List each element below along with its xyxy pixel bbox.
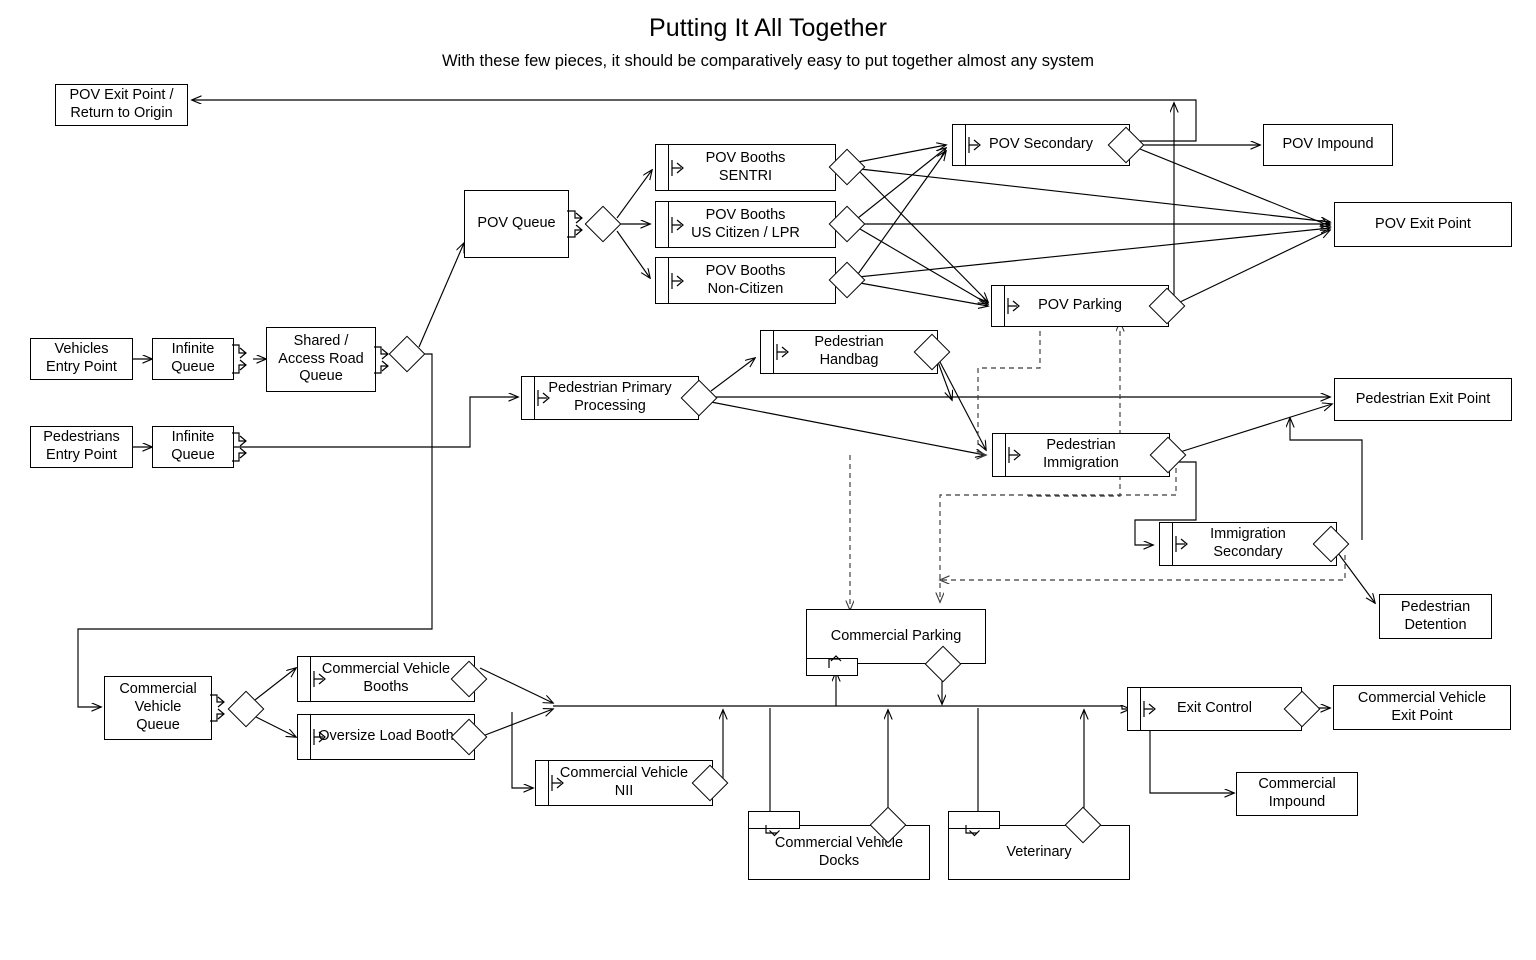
node-vehicles-entry-point[interactable]: Vehicles Entry Point xyxy=(30,338,133,380)
node-label: Immigration Secondary xyxy=(1210,526,1286,560)
node-label: POV Booths Non-Citizen xyxy=(705,262,786,297)
node-pov-booths-us-citizen[interactable]: POV Booths US Citizen / LPR xyxy=(655,201,836,248)
node-label: Vehicles Entry Point xyxy=(46,341,117,375)
node-infinite-queue-vehicles[interactable]: Infinite Queue xyxy=(152,338,247,380)
node-pov-exit-return[interactable]: POV Exit Point / Return to Origin xyxy=(55,84,188,126)
node-pedestrian-detention[interactable]: Pedestrian Detention xyxy=(1379,594,1492,639)
node-commercial-parking[interactable]: Commercial Parking xyxy=(806,609,986,664)
queue-chevron-icon xyxy=(374,345,389,374)
node-label: Infinite Queue xyxy=(171,341,215,375)
node-pov-queue[interactable]: POV Queue xyxy=(464,190,583,258)
node-oversize-load-booth[interactable]: Oversize Load Booth xyxy=(297,714,475,760)
node-label: Commercial Vehicle NII xyxy=(559,765,689,799)
node-label: Oversize Load Booth xyxy=(318,728,454,745)
node-label: Pedestrian Primary Processing xyxy=(548,380,672,414)
node-pedestrian-handbag[interactable]: Pedestrian Handbag xyxy=(760,330,938,374)
process-entry-icon xyxy=(671,216,684,233)
node-immigration-secondary[interactable]: Immigration Secondary xyxy=(1159,522,1337,566)
node-commercial-vehicle-exit-point[interactable]: Commercial Vehicle Exit Point xyxy=(1333,685,1511,730)
node-commercial-vehicle-nii[interactable]: Commercial Vehicle NII xyxy=(535,760,713,806)
node-label: Commercial Impound xyxy=(1258,776,1336,810)
process-entry-icon xyxy=(968,137,981,153)
node-label: Exit Control xyxy=(1177,700,1252,717)
node-label: Pedestrians Entry Point xyxy=(43,429,120,463)
node-commercial-vehicle-docks[interactable]: Commercial Vehicle Docks xyxy=(748,825,930,880)
page-title: Putting It All Together xyxy=(648,14,888,42)
process-entry-icon xyxy=(1143,701,1156,717)
node-pedestrian-immigration[interactable]: Pedestrian Immigration xyxy=(992,433,1170,477)
queue-chevron-icon xyxy=(567,210,583,238)
node-veterinary[interactable]: Veterinary xyxy=(948,825,1130,880)
node-pov-parking[interactable]: POV Parking xyxy=(991,285,1169,327)
node-label: Commercial Parking xyxy=(830,627,962,644)
node-label: POV Exit Point / Return to Origin xyxy=(69,87,174,121)
pov-queue-split-diamond xyxy=(584,205,622,243)
process-entry-icon xyxy=(537,390,550,406)
node-label: Pedestrian Handbag xyxy=(814,334,884,368)
node-label: POV Exit Point xyxy=(1375,215,1471,232)
node-label: Commercial Vehicle Docks xyxy=(774,834,904,869)
process-entry-icon xyxy=(671,272,684,289)
node-label: Pedestrian Detention xyxy=(1400,598,1471,633)
node-label: POV Impound xyxy=(1282,136,1374,153)
node-label: Infinite Queue xyxy=(171,429,215,463)
node-label: Veterinary xyxy=(1006,843,1072,860)
process-entry-icon xyxy=(828,655,842,668)
node-pov-impound[interactable]: POV Impound xyxy=(1263,124,1393,166)
queue-chevron-icon xyxy=(232,432,247,462)
node-label: POV Booths US Citizen / LPR xyxy=(691,206,800,241)
node-label: Pedestrian Immigration xyxy=(1043,437,1119,471)
node-label: Commercial Vehicle Booths xyxy=(321,661,451,695)
queue-chevron-icon xyxy=(232,344,247,374)
process-entry-icon xyxy=(1007,298,1020,314)
node-commercial-vehicle-booths[interactable]: Commercial Vehicle Booths xyxy=(297,656,475,702)
node-commercial-impound[interactable]: Commercial Impound xyxy=(1236,772,1358,816)
node-infinite-queue-pedestrians[interactable]: Infinite Queue xyxy=(152,426,247,468)
node-shared-access-road-queue[interactable]: Shared / Access Road Queue xyxy=(266,327,389,392)
process-entry-icon xyxy=(1175,536,1188,552)
process-entry-icon xyxy=(776,344,789,360)
cv-queue-split-diamond xyxy=(227,690,265,728)
process-entry-icon xyxy=(313,671,326,687)
node-pov-booths-sentri[interactable]: POV Booths SENTRI xyxy=(655,144,836,191)
process-entry-icon xyxy=(551,775,564,791)
node-pedestrian-primary-processing[interactable]: Pedestrian Primary Processing xyxy=(521,376,699,420)
node-exit-control[interactable]: Exit Control xyxy=(1127,687,1302,731)
node-pedestrians-entry-point[interactable]: Pedestrians Entry Point xyxy=(30,426,133,468)
process-entry-icon xyxy=(313,729,326,745)
node-label: Commercial Vehicle Exit Point xyxy=(1357,689,1487,724)
node-label: Commercial Vehicle Queue xyxy=(119,681,197,733)
process-entry-icon xyxy=(965,825,980,837)
node-label: POV Parking xyxy=(1038,297,1122,314)
node-commercial-vehicle-queue[interactable]: Commercial Vehicle Queue xyxy=(104,676,225,740)
node-label: POV Queue xyxy=(477,215,556,232)
process-entry-icon xyxy=(765,825,780,837)
process-entry-icon xyxy=(671,159,684,176)
node-pov-booths-non-citizen[interactable]: POV Booths Non-Citizen xyxy=(655,257,836,304)
node-label: POV Booths SENTRI xyxy=(705,149,786,184)
page-subtitle: With these few pieces, it should be comp… xyxy=(441,52,1095,70)
node-pov-exit-point[interactable]: POV Exit Point xyxy=(1334,202,1512,247)
process-entry-icon xyxy=(1008,447,1021,463)
node-pov-secondary[interactable]: POV Secondary xyxy=(952,124,1130,166)
node-label: Pedestrian Exit Point xyxy=(1355,390,1491,407)
node-pedestrian-exit-point[interactable]: Pedestrian Exit Point xyxy=(1334,378,1512,421)
node-label: POV Secondary xyxy=(989,136,1093,153)
node-label: Shared / Access Road Queue xyxy=(278,332,364,385)
